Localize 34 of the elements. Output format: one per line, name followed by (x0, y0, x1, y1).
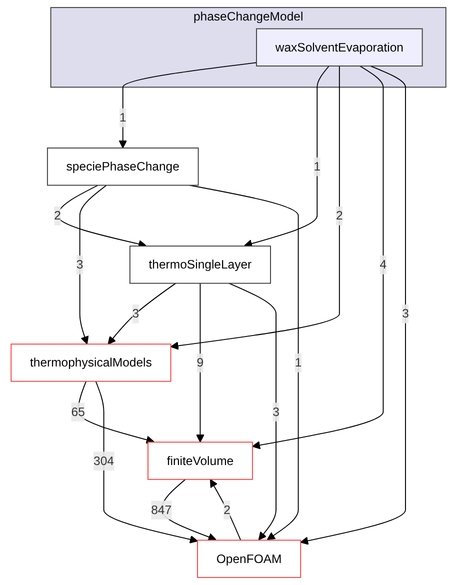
edge-label: 2 (224, 502, 230, 517)
edge-label: 3 (76, 257, 84, 272)
arrow (189, 184, 299, 540)
arrow (108, 282, 176, 345)
node-box: OpenFOAM (197, 540, 302, 578)
edge-label: 1 (119, 110, 126, 124)
arrow (79, 184, 107, 344)
edge-label: 304 (94, 453, 114, 468)
arrow (196, 282, 204, 443)
node-box: finiteVolume (148, 442, 253, 480)
arrow (170, 66, 340, 350)
edge-label: 2 (336, 208, 343, 222)
node-box: speciePhaseChange (46, 148, 199, 186)
arrow (300, 66, 406, 545)
edge-label: 4 (380, 257, 387, 272)
edge-label: 65 (71, 404, 85, 419)
edge-label: 1 (294, 355, 302, 370)
node-box: thermophysicalModels (10, 344, 172, 382)
edge-label: 1 (314, 159, 321, 174)
edge-label: 2 (54, 208, 61, 222)
arrow (228, 282, 276, 540)
arrow (210, 479, 242, 541)
arrow (252, 66, 384, 450)
node-box: waxSolventEvaporation (256, 28, 423, 66)
edge-label: 9 (196, 355, 204, 370)
arrow (244, 66, 330, 248)
arrow (95, 380, 198, 544)
edge-label: 3 (272, 404, 280, 419)
edge-label: 3 (132, 306, 140, 321)
arrow (118, 62, 257, 148)
edge-label: 847 (151, 502, 172, 517)
arrow (78, 380, 154, 444)
edge-label: 3 (402, 306, 409, 321)
node-box: thermoSingleLayer (129, 246, 271, 284)
